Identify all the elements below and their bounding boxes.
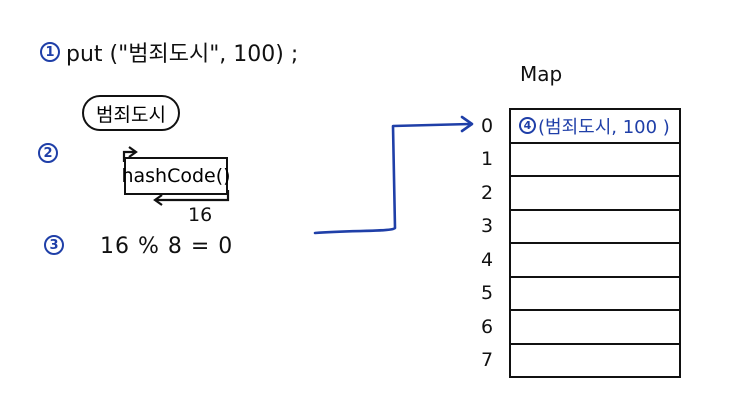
map-row-index: 1 [480,148,494,171]
bucket-arrow [313,122,472,235]
step-4-badge: 4 [519,117,536,135]
map-row: 0 4 (범죄도시, 100 ) [481,108,681,142]
map-row-index: 7 [480,349,494,371]
map-table: 0 4 (범죄도시, 100 ) 1 2 3 4 5 6 7 [481,108,681,378]
step-3-badge: 3 [44,235,64,255]
map-row: 7 [481,342,681,378]
hash-in-arrow [122,150,136,162]
map-row-index: 5 [480,282,494,305]
map-row-index: 4 [480,248,494,271]
map-title: Map [520,62,563,86]
map-row: 2 [481,175,681,209]
step-1-badge: 1 [40,42,60,62]
map-row-value: (범죄도시, 100 ) [538,116,670,138]
key-oval: 범죄도시 [82,95,180,131]
hashcode-text: hashCode() [121,165,231,187]
map-row-index: 6 [480,315,494,338]
key-text: 범죄도시 [96,103,166,126]
hash-result: 16 [188,204,213,226]
map-row: 6 [481,309,681,343]
put-call-text: put ("범죄도시", 100) ; [66,42,299,67]
hash-out-arrow [156,190,230,202]
map-row: 4 [481,242,681,276]
step-2-badge: 2 [38,143,58,163]
map-row: 5 [481,275,681,309]
map-row-index: 0 [480,114,494,137]
map-row-index: 2 [480,181,494,204]
map-row: 1 [481,141,681,175]
hash-in-arrow-head [128,146,138,158]
map-row: 3 [481,208,681,242]
hash-out-arrow-head [153,194,163,206]
map-row-index: 3 [480,215,494,238]
hashcode-box: hashCode() [121,157,231,195]
modulo-expression: 16 % 8 = 0 [100,234,234,259]
bucket-arrow-head [460,115,474,133]
